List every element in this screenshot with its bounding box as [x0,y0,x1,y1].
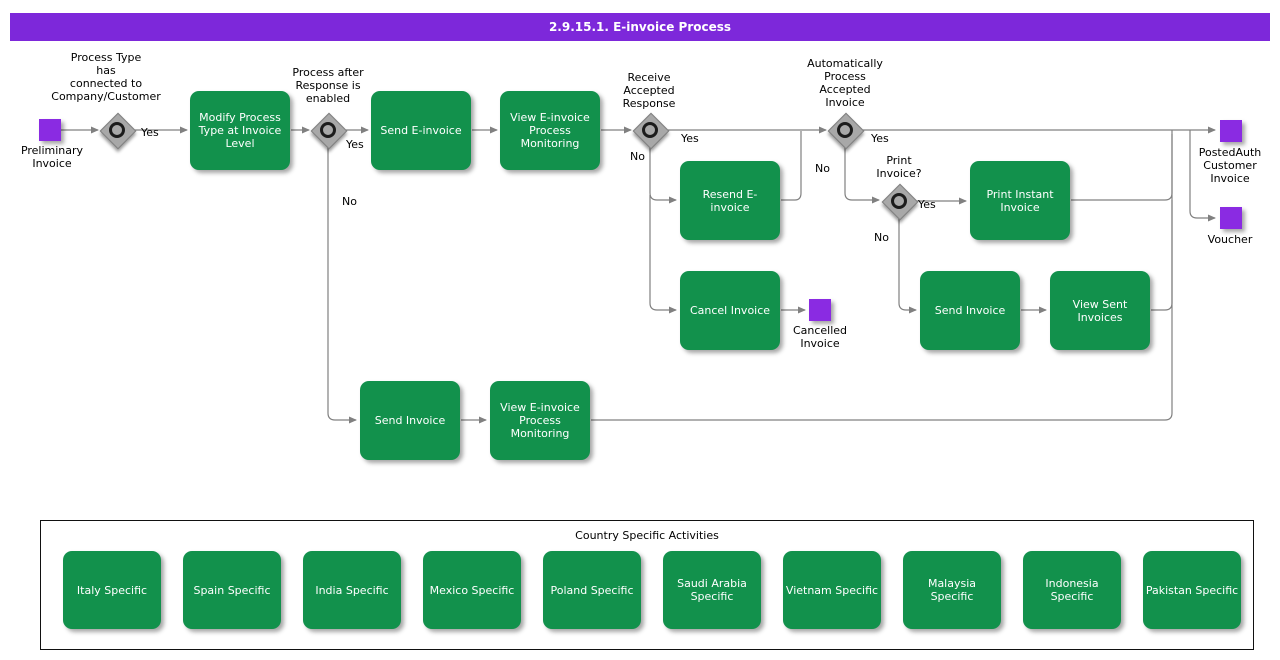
activity-label: Send E-invoice [380,124,462,137]
gateway-process-type-connected [99,112,137,150]
activity-resend-einvoice[interactable]: Resend E- invoice [680,161,780,240]
activity-label: Send Invoice [934,304,1006,317]
activity-send-invoice-mid[interactable]: Send Invoice [920,271,1020,350]
edge-label-no: No [815,162,830,175]
country-panel-title: Country Specific Activities [575,529,719,542]
edge-label-yes: Yes [346,138,364,151]
activity-label: Modify Process Type at Invoice Level [198,111,282,150]
event-label-voucher: Voucher [1207,233,1253,246]
edge-label-yes: Yes [871,132,889,145]
country-label: Vietnam Specific [785,583,879,597]
gateway-circle-icon [642,122,658,138]
edge-label-no: No [342,195,357,208]
event-label-postedauth-customer-invoice: PostedAuth Customer Invoice [1198,146,1262,185]
activity-label: Resend E- invoice [702,187,758,214]
country-box-saudi-arabia[interactable]: Saudi Arabia Specific [663,551,761,629]
gateway-label-process-after-response: Process after Response is enabled [292,66,364,105]
event-postedauth-customer-invoice [1220,120,1242,142]
gateway-circle-icon [891,193,907,209]
edge-label-yes: Yes [141,126,159,139]
gateway-label-receive-accepted-response: Receive Accepted Response [622,71,676,110]
event-label-cancelled-invoice: Cancelled Invoice [792,324,848,350]
gateway-process-after-response [310,112,348,150]
country-box-malaysia[interactable]: Malaysia Specific [903,551,1001,629]
gateway-circle-icon [837,122,853,138]
country-label: Mexico Specific [429,583,515,597]
activity-view-einvoice-monitoring-bottom[interactable]: View E-invoice Process Monitoring [490,381,590,460]
country-specific-panel: Country Specific Activities Italy Specif… [40,520,1254,650]
activity-label: Print Instant Invoice [986,187,1054,214]
activity-print-instant-invoice[interactable]: Print Instant Invoice [970,161,1070,240]
activity-send-invoice-bottom[interactable]: Send Invoice [360,381,460,460]
country-label: Italy Specific [76,583,148,597]
gateway-circle-icon [320,122,336,138]
activity-modify-process-type[interactable]: Modify Process Type at Invoice Level [190,91,290,170]
gateway-label-automatically-process-accepted: Automatically Process Accepted Invoice [807,57,883,109]
page-title: 2.9.15.1. E-invoice Process [548,20,732,34]
gateway-label-process-type-connected: Process Type has connected to Company/Cu… [51,51,161,103]
country-box-vietnam[interactable]: Vietnam Specific [783,551,881,629]
event-cancelled-invoice [809,299,831,321]
country-box-spain[interactable]: Spain Specific [183,551,281,629]
country-label: Spain Specific [193,583,271,597]
country-label: India Specific [315,583,389,597]
activity-label: Cancel Invoice [689,304,771,317]
activity-view-einvoice-monitoring-top[interactable]: View E-invoice Process Monitoring [500,91,600,170]
country-label: Malaysia Specific [927,577,977,603]
edge-label-yes: Yes [681,132,699,145]
gateway-label-print-invoice: Print Invoice? [876,154,922,180]
country-box-pakistan[interactable]: Pakistan Specific [1143,551,1241,629]
edge-label-no: No [874,231,889,244]
event-voucher [1220,207,1242,229]
activity-label: View E-invoice Process Monitoring [510,111,590,150]
gateway-receive-accepted-response [632,112,670,150]
activity-view-sent-invoices[interactable]: View Sent Invoices [1050,271,1150,350]
country-label: Saudi Arabia Specific [677,577,747,603]
country-box-indonesia[interactable]: Indonesia Specific [1023,551,1121,629]
country-label: Poland Specific [550,583,634,597]
activity-label: View E-invoice Process Monitoring [500,401,580,440]
event-preliminary-invoice [39,119,61,141]
activity-cancel-invoice[interactable]: Cancel Invoice [680,271,780,350]
gateway-circle-icon [109,122,125,138]
activity-label: Send Invoice [374,414,446,427]
country-box-poland[interactable]: Poland Specific [543,551,641,629]
gateway-automatically-process-accepted [827,112,865,150]
country-box-mexico[interactable]: Mexico Specific [423,551,521,629]
country-box-italy[interactable]: Italy Specific [63,551,161,629]
country-label: Pakistan Specific [1145,583,1239,597]
activity-label: View Sent Invoices [1072,297,1128,324]
country-box-india[interactable]: India Specific [303,551,401,629]
title-bar: 2.9.15.1. E-invoice Process [10,13,1270,41]
activity-send-einvoice[interactable]: Send E-invoice [371,91,471,170]
country-label: Indonesia Specific [1045,577,1099,603]
edge-label-yes: Yes [918,198,936,211]
gateway-print-invoice [881,183,919,221]
event-label-preliminary-invoice: Preliminary Invoice [20,144,84,170]
edge-label-no: No [630,150,645,163]
